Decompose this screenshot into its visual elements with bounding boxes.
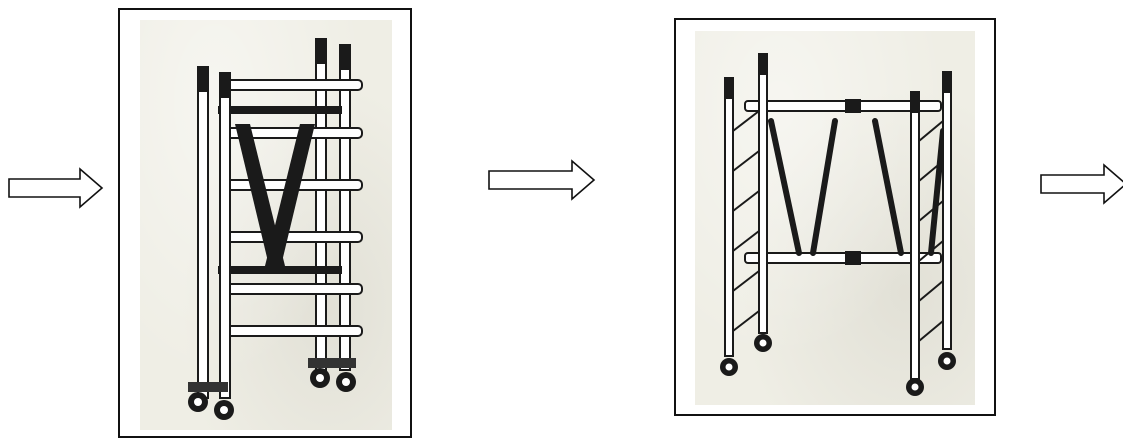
- right-arrow-icon: [8, 167, 104, 209]
- unfolded-scaffold-illustration: [720, 53, 956, 396]
- step-panel-unfolded: [674, 18, 996, 416]
- folded-scaffold-illustration: [188, 38, 363, 420]
- caster-wheel-icon: [188, 358, 356, 420]
- right-arrow-icon: [1040, 163, 1123, 205]
- caster-wheel-icon: [720, 334, 956, 396]
- right-arrow-icon: [488, 159, 596, 201]
- step-panel-folded: [118, 8, 412, 438]
- paper-background: [695, 31, 975, 405]
